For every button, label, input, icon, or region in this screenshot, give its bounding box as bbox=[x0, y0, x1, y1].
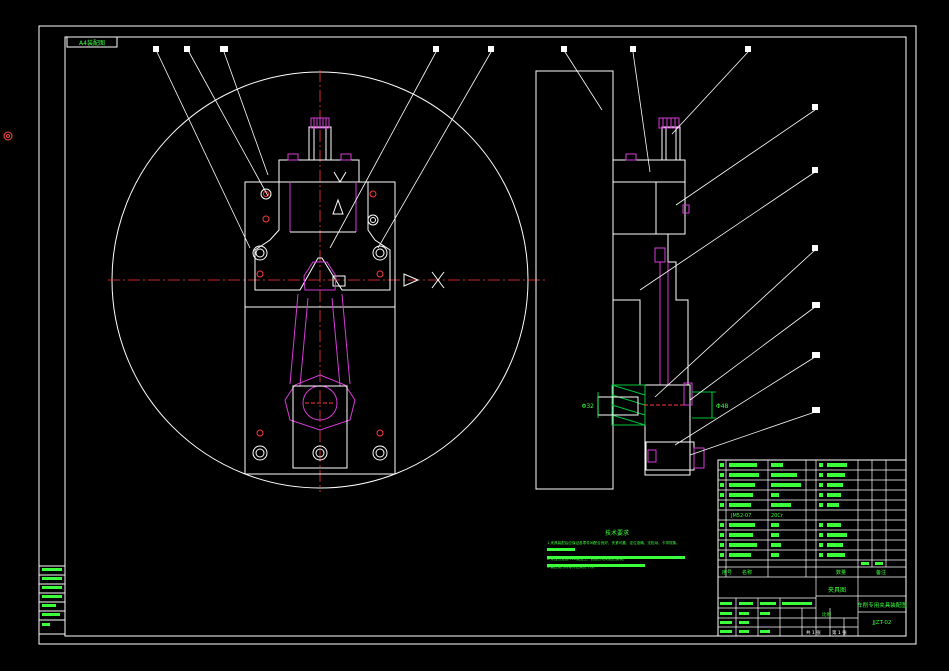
side-disc-plate bbox=[535, 70, 614, 490]
scale-label: 比例 bbox=[822, 611, 831, 618]
locating-pin bbox=[611, 384, 646, 426]
parts-row-material: 20Cr bbox=[771, 513, 784, 519]
outer-border bbox=[38, 25, 917, 645]
origin-marker-icon bbox=[3, 131, 13, 141]
v-block-outline bbox=[254, 182, 391, 291]
top-clamp-block bbox=[278, 159, 360, 183]
arrow-mark-icon bbox=[403, 273, 420, 287]
side-view-leaders bbox=[564, 51, 816, 456]
front-view bbox=[108, 46, 545, 492]
clamp-lever bbox=[284, 261, 356, 431]
locating-mark-icon bbox=[332, 198, 344, 215]
drawing-title: 车削专用夹具装配图 bbox=[857, 601, 907, 609]
design-label: 夹具图 bbox=[828, 586, 846, 594]
header-name: 名称 bbox=[742, 569, 752, 576]
inner-border bbox=[64, 36, 907, 637]
drawing-code: JJZT-02 bbox=[872, 620, 892, 626]
sheet-number-label: 第 1 张 bbox=[832, 629, 847, 636]
left-side-strip bbox=[38, 565, 66, 635]
dimension-left-label: Φ32 bbox=[582, 403, 595, 410]
side-view: Φ32 Φ48 bbox=[535, 46, 820, 490]
sheet-count-label: 共 1 张 bbox=[806, 629, 821, 636]
title-block: JM52-07 20Cr 序号 名称 数量 备注 夹具图 车削专用夹具装配图 J… bbox=[717, 459, 907, 637]
tech-requirements: 技术要求 1.夹具装配后应保证各零件间配合良好，夹紧可靠，定位准确，无松动、卡滞… bbox=[547, 529, 685, 569]
frame-tag-text: A4装配图 bbox=[79, 39, 105, 47]
parts-row-code: JM52-07 bbox=[730, 513, 751, 519]
dimension-right-label: Φ48 bbox=[716, 403, 729, 410]
tech-requirements-line1: 1.夹具装配后应保证各零件间配合良好，夹紧可靠，定位准确，无松动、卡滞现象。 bbox=[547, 540, 680, 545]
tech-requirements-title: 技术要求 bbox=[605, 529, 629, 537]
side-dimensions bbox=[597, 391, 716, 419]
frame-tag: A4装配图 bbox=[66, 36, 118, 48]
header-qty: 数量 bbox=[836, 569, 846, 576]
header-seq: 序号 bbox=[722, 569, 732, 576]
front-view-leaders bbox=[156, 51, 492, 249]
side-screw-head bbox=[658, 117, 680, 129]
header-note: 备注 bbox=[876, 569, 886, 576]
